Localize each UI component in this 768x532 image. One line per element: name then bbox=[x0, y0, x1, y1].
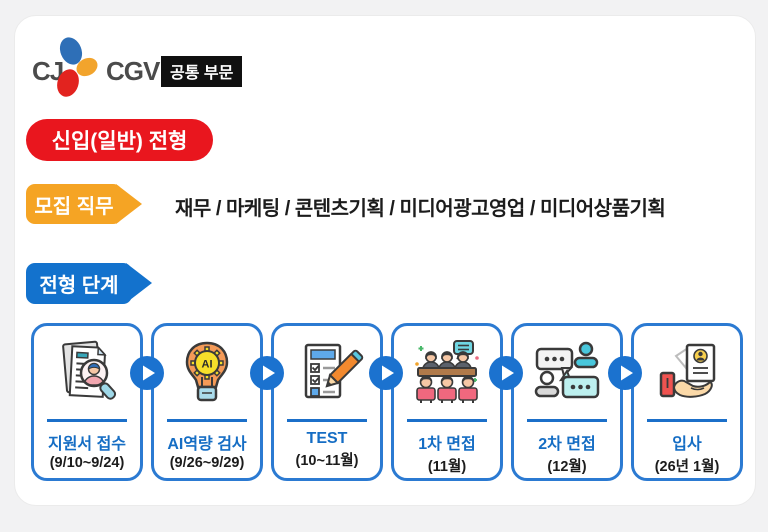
step-date: (9/10~9/24) bbox=[49, 455, 125, 471]
division-badge: 공통 부문 bbox=[161, 56, 243, 87]
step-divider bbox=[287, 419, 367, 422]
cgv-logo-text: CGV bbox=[106, 56, 160, 86]
id-card-hand-icon bbox=[649, 329, 725, 419]
step-date: (10~11월) bbox=[295, 453, 359, 469]
step-divider bbox=[407, 419, 487, 422]
step-card-ai-test: AI AI역량 검사 (9/26~9/29) bbox=[151, 323, 263, 481]
next-step-arrow-icon bbox=[369, 356, 403, 390]
step-date: (9/26~9/29) bbox=[169, 455, 245, 471]
step-card-first-interview: 1차 면접 (11월) bbox=[391, 323, 503, 481]
step-divider bbox=[527, 419, 607, 422]
step-card-second-interview: 2차 면접 (12월) bbox=[511, 323, 623, 481]
step-card-test: TEST (10~11월) bbox=[271, 323, 383, 481]
step-card-join: 입사 (26년 1월) bbox=[631, 323, 743, 481]
step-date: (11월) bbox=[427, 459, 467, 475]
step-title: 지원서 접수 bbox=[47, 436, 127, 453]
step-title: TEST bbox=[306, 430, 348, 447]
infographic-panel: CJ CGV 공통 부문 신입(일반) 전형 모집 직무 재무 / 마케팅 / … bbox=[14, 15, 756, 506]
step-divider bbox=[47, 419, 127, 422]
chat-interview-icon bbox=[529, 329, 605, 419]
step-divider bbox=[167, 419, 247, 422]
svg-text:AI: AI bbox=[202, 359, 213, 371]
recruit-type-badge: 신입(일반) 전형 bbox=[26, 119, 213, 161]
application-review-icon bbox=[49, 329, 125, 419]
stages-steps-row: 지원서 접수 (9/10~9/24) bbox=[31, 323, 743, 481]
step-title: 입사 bbox=[672, 436, 702, 453]
positions-list: 재무 / 마케팅 / 콘텐츠기획 / 미디어광고영업 / 미디어상품기획 bbox=[175, 198, 666, 220]
next-step-arrow-icon bbox=[608, 356, 642, 390]
step-title: 1차 면접 bbox=[418, 436, 476, 453]
cj-petals-icon bbox=[52, 35, 100, 104]
checklist-pencil-icon bbox=[289, 329, 365, 419]
step-date: (26년 1월) bbox=[654, 459, 720, 475]
ai-bulb-icon: AI bbox=[169, 329, 245, 419]
panel-interview-icon bbox=[409, 329, 485, 419]
step-divider bbox=[647, 419, 727, 422]
stages-badge: 전형 단계 bbox=[26, 263, 152, 304]
step-date: (12월) bbox=[547, 459, 587, 475]
step-title: AI역량 검사 bbox=[167, 436, 247, 453]
next-step-arrow-icon bbox=[489, 356, 523, 390]
positions-badge: 모집 직무 bbox=[26, 184, 142, 224]
step-card-application: 지원서 접수 (9/10~9/24) bbox=[31, 323, 143, 481]
step-title: 2차 면접 bbox=[538, 436, 596, 453]
next-step-arrow-icon bbox=[130, 356, 164, 390]
next-step-arrow-icon bbox=[250, 356, 284, 390]
